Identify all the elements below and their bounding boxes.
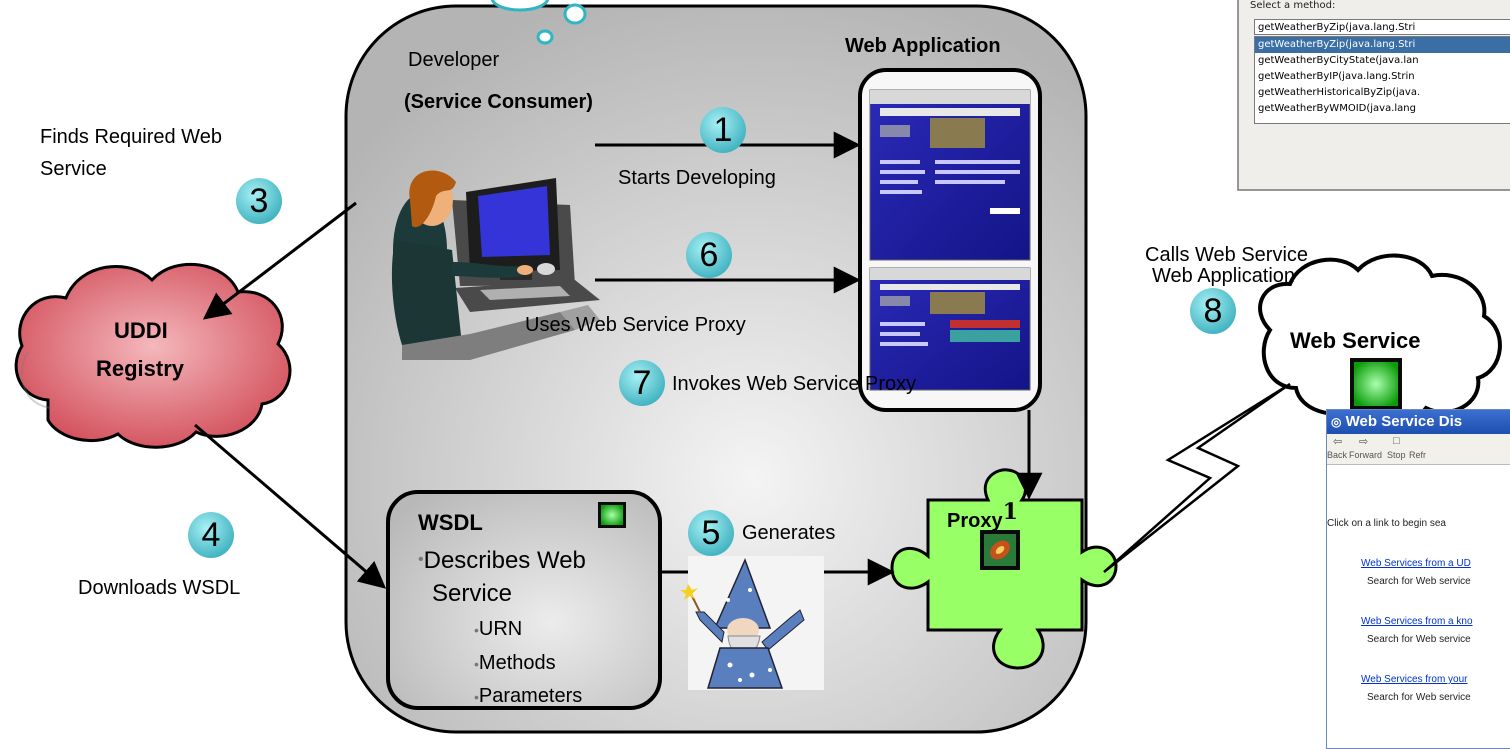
web-service-cloud [1258,253,1502,426]
step-badge-8: 8 [1190,288,1236,334]
developer-at-computer-icon [391,170,600,360]
discovery-window: ◎ Web Service Dis ⇦ ⇨ □ Back Forward Sto… [1326,409,1510,749]
finds-service-label-line1: Finds Required Web [40,126,222,148]
forward-arrow-icon[interactable]: ⇨ [1359,436,1369,448]
method-select[interactable]: getWeatherByZip(java.lang.Stri [1254,19,1510,35]
toolbar-back-label[interactable]: Back [1327,450,1348,460]
method-option[interactable]: getWeatherHistoricalByZip(java. [1258,87,1421,98]
toolbar-stop-label[interactable]: Stop [1387,450,1406,460]
wsdl-sub-item: •URN [474,618,523,640]
uddi-label-line1: UDDI [114,318,168,343]
web-service-discovery-icon: ◎ [1331,415,1342,429]
wsdl-bullet-line1: Describes Web [423,547,586,574]
method-option[interactable]: getWeatherByWMOID(java.lang [1258,103,1416,114]
web-service-label: Web Service [1290,328,1421,353]
service-consumer-label: (Service Consumer) [404,91,593,113]
discovery-link-desc: Search for Web service [1367,692,1471,703]
discovery-title-bar: ◎ Web Service Dis [1327,410,1510,434]
wsdl-bullet: •Describes Web [418,546,586,575]
stop-icon[interactable]: □ [1393,435,1400,447]
lightning-bolt-icon [1103,382,1291,573]
step-badge-5: 5 [688,510,734,556]
wsdl-sub-item: •Parameters [474,685,583,707]
bullet-dot-icon: • [474,656,479,672]
discovery-link-desc: Search for Web service [1367,576,1471,587]
web-service-gem-icon [1350,358,1402,410]
wsdl-box [386,490,662,710]
discovery-link[interactable]: Web Services from your [1361,674,1468,685]
method-list[interactable]: getWeatherByZip(java.lang.Stri getWeathe… [1254,36,1510,124]
toolbar-forward-label[interactable]: Forward [1349,450,1383,460]
wsdl-bullet-line2: Service [432,580,513,607]
step-badge-6: 6 [686,232,732,278]
toolbar-refresh-label[interactable]: Refr [1409,450,1427,460]
discovery-intro: Click on a link to begin sea [1327,518,1446,529]
proxy-superscript: 1 [1002,499,1018,525]
step-badge-3: 3 [236,178,282,224]
method-dialog-prompt: Select a method: [1250,0,1336,11]
app-screenshot-bottom [869,267,1031,391]
method-option[interactable]: getWeatherByIP(java.lang.Strin [1258,71,1415,82]
app-screenshot-top [869,89,1031,261]
thought-bubble-icon [490,0,587,45]
arrow-finds-service [202,201,357,320]
discovery-title: Web Service Dis [1345,413,1463,430]
generates-label: Generates [742,522,836,544]
method-option[interactable]: getWeatherByZip(java.lang.Stri [1255,37,1510,53]
arrow-downloads-wsdl [194,423,387,589]
discovery-link-desc: Search for Web service [1367,634,1471,645]
wsdl-sub-item: •Methods [474,652,556,674]
wsdl-title: WSDL [418,510,483,535]
proxy-label-text: Proxy [947,510,1003,532]
proxy-label: Proxy1 [947,500,1018,533]
method-option[interactable]: getWeatherByCityState(java.lan [1258,55,1419,66]
step-badge-1: 1 [700,107,746,153]
web-app-calls-label-line2: Calls Web Service [1145,244,1309,266]
invokes-proxy-label: Invokes Web Service Proxy [672,373,917,395]
downloads-wsdl-label: Downloads WSDL [78,577,241,599]
step-badge-4: 4 [188,512,234,558]
proxy-gem-icon [980,530,1020,570]
bullet-dot-icon: • [418,551,424,568]
wizard-icon [680,556,824,690]
web-app-calls-label-line1: Web Application [1152,265,1296,287]
developer-label: Developer [408,49,500,71]
starts-developing-label: Starts Developing [618,167,776,189]
uddi-label-line2: Registry [96,356,185,381]
wsdl-gem-icon [598,502,626,528]
discovery-link[interactable]: Web Services from a kno [1361,616,1473,627]
bullet-dot-icon: • [474,622,479,638]
discovery-toolbar: ⇦ ⇨ □ Back Forward Stop Refr [1327,434,1510,465]
uses-proxy-label: Uses Web Service Proxy [525,314,746,336]
bullet-dot-icon: • [474,689,479,705]
finds-service-label-line2: Service [40,158,107,180]
step-badge-7: 7 [619,360,665,406]
discovery-link[interactable]: Web Services from a UD [1361,558,1471,569]
web-application-label: Web Application [845,35,1001,57]
back-arrow-icon[interactable]: ⇦ [1333,436,1343,448]
method-dialog-content: Select a method: [1250,0,1510,14]
